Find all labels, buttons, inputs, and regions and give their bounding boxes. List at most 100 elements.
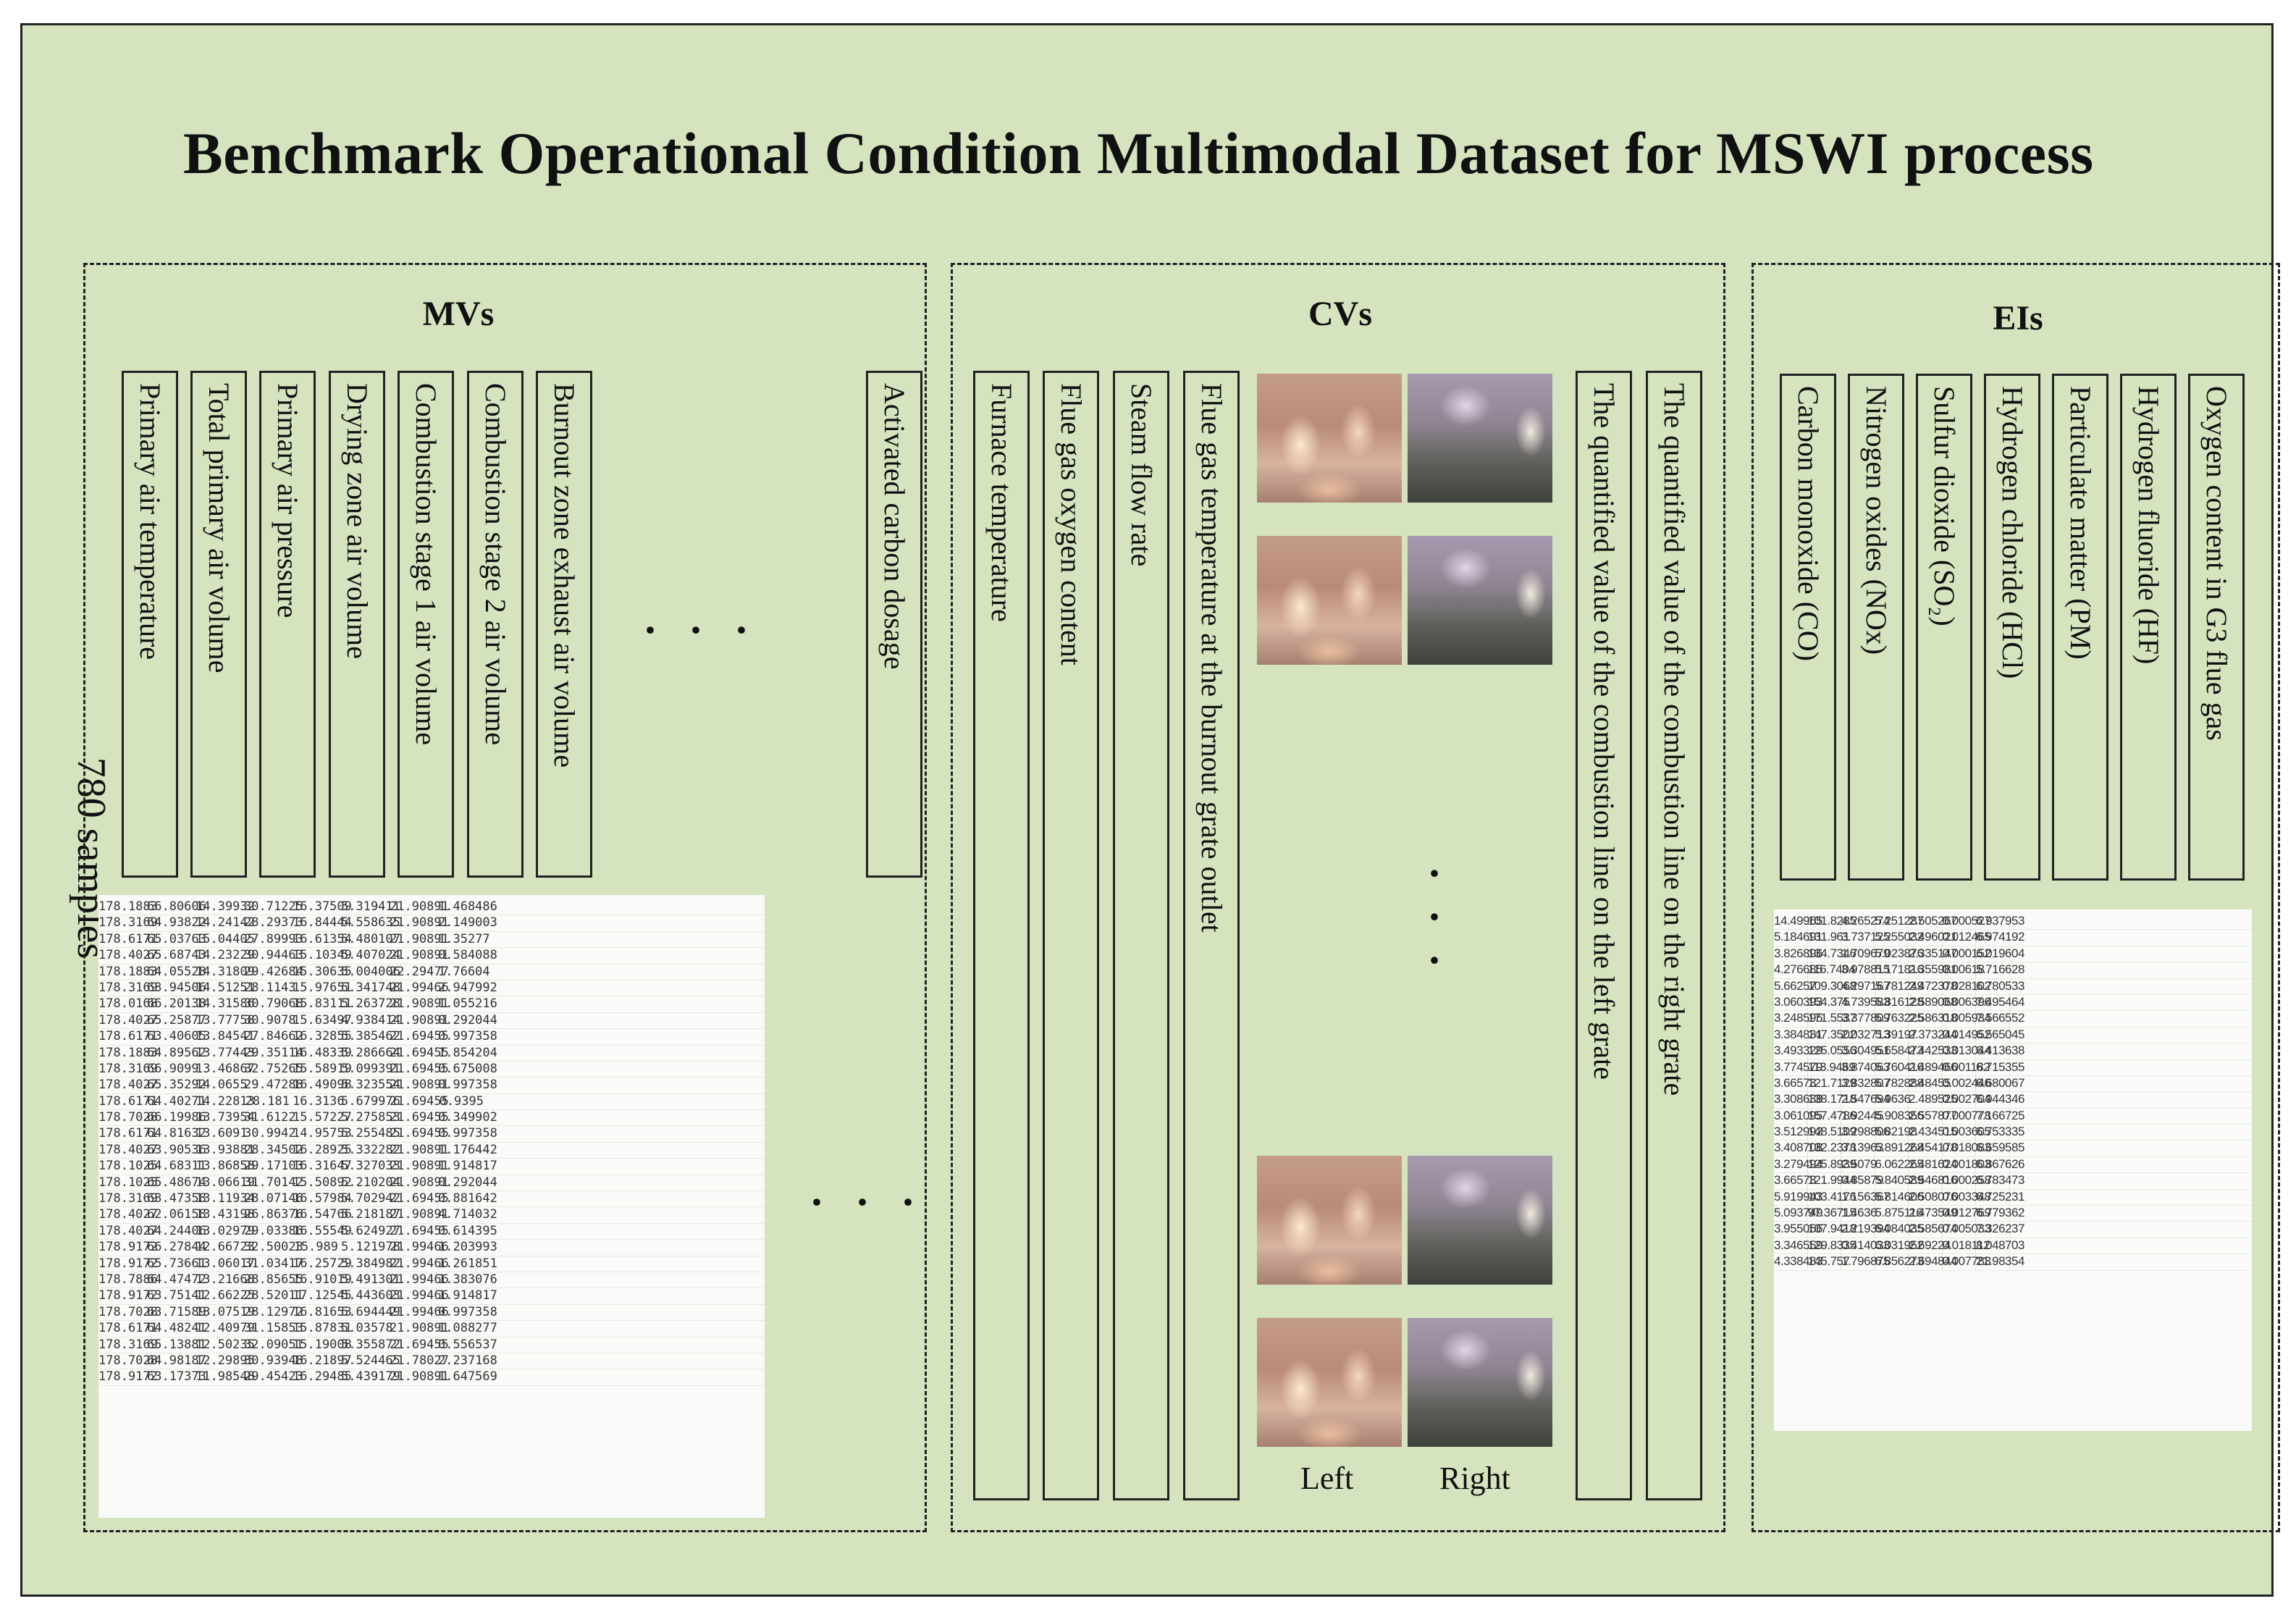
cvs-title: CVs — [1308, 295, 1372, 333]
table-cell: 63.94506 — [147, 980, 206, 995]
table-cell: 6.680067 — [1976, 1075, 2024, 1092]
table-cell: 5.716628 — [1976, 962, 2024, 978]
table-cell: 154.375 — [1808, 994, 1850, 1011]
table-cell: 5.184691 — [1774, 930, 1822, 946]
table-cell: 131.961 — [1808, 930, 1850, 946]
table-cell: 178.3169 — [98, 1337, 158, 1352]
table-cell: 2.237168 — [438, 1353, 497, 1368]
table-cell: 21.90891 — [390, 899, 449, 914]
table-cell: 21.99466 — [390, 1256, 449, 1271]
table-cell: 5.023876 — [1875, 946, 1924, 962]
table-cell: 3.66573 — [1774, 1075, 1816, 1092]
table-cell: 0.001803 — [1943, 1156, 1991, 1173]
table-cell: 2.442533 — [1909, 1043, 1957, 1059]
table-cell: 28.29373 — [244, 915, 303, 931]
table-cell: 21.90891 — [390, 996, 449, 1012]
table-cell: 5.121978 — [341, 1240, 400, 1255]
mv-drying-zone-air-volume: Drying zone air volume — [329, 371, 385, 878]
cv-steam-flow-rate: Steam flow rate — [1113, 371, 1169, 1500]
table-cell: 6.867626 — [1976, 1156, 2024, 1173]
table-cell: 178.6171 — [98, 931, 158, 946]
table-cell: 66.20138 — [147, 996, 206, 1012]
table-cell: 15.30635 — [293, 964, 352, 979]
table-cell: 16.32855 — [293, 1029, 352, 1044]
table-cell: 5.439179 — [341, 1369, 400, 1385]
table-cell: 3.737125 — [1841, 930, 1890, 946]
table-cell: 0.000527 — [1943, 914, 1991, 930]
table-cell: 13.86858 — [195, 1159, 255, 1174]
table-cell: 0.614395 — [438, 1223, 497, 1238]
table-cell: 5.760416 — [1875, 1059, 1924, 1075]
table-cell: 6.856273 — [1875, 1254, 1924, 1270]
mvs-group: MVs Primary air temperature Total primar… — [83, 263, 927, 1532]
mv-primary-air-pressure: Primary air pressure — [259, 371, 316, 878]
table-cell: 4.297167 — [1841, 978, 1890, 994]
eis-group: EIs Carbon monoxide (CO) Nitrogen oxides… — [1752, 263, 2280, 1532]
table-cell: 66.9099 — [147, 1061, 199, 1076]
table-cell: 28.85655 — [244, 1272, 303, 1287]
table-cell: 16.84444 — [293, 915, 352, 931]
table-cell: 0.881642 — [438, 1191, 497, 1206]
table-cell: 3.826896 — [1774, 946, 1822, 962]
table-cell: 116.7404 — [1808, 962, 1856, 978]
table-cell: 178.6171 — [98, 1321, 158, 1336]
ei-sulfur-dioxide: Sulfur dioxide (SO₂) — [1916, 374, 1972, 881]
table-cell: 178.7028 — [98, 1110, 158, 1125]
table-cell: 21.90891 — [390, 1175, 449, 1190]
table-cell: 129.8335 — [1808, 1238, 1856, 1254]
table-cell: 2.5079 — [1841, 1156, 1877, 1173]
table-cell: 2.149003 — [438, 915, 497, 931]
table-cell: 5.03578 — [341, 1321, 393, 1336]
table-cell: 2.546816 — [1909, 1173, 1957, 1189]
table-cell: 13.84541 — [195, 1029, 255, 1044]
table-cell: 2.694844 — [1909, 1254, 1957, 1270]
table-cell: 21.69455 — [390, 1045, 449, 1060]
table-cell: 13.77758 — [195, 1012, 255, 1028]
table-cell: 5.39197 — [1875, 1027, 1917, 1043]
table-cell: 5.781249 — [1875, 978, 1924, 994]
table-cell: 4.338483 — [1774, 1254, 1822, 1270]
table-cell: 63.75141 — [147, 1288, 206, 1303]
table-cell: 15.989 — [293, 1240, 338, 1255]
table-cell: 178.4027 — [98, 1078, 158, 1093]
table-cell: 0.002446 — [1943, 1075, 1991, 1092]
table-cell: 178.7028 — [98, 1353, 158, 1368]
table-cell: 121.9944 — [1808, 1173, 1856, 1189]
table-cell: 31.03417 — [244, 1256, 303, 1271]
table-cell: 5.355872 — [341, 1337, 400, 1352]
left-flame-image-2 — [1257, 536, 1402, 665]
table-cell: 31.6122 — [244, 1110, 296, 1125]
table-cell: 6.937953 — [1976, 914, 2024, 930]
table-cell: 16.48339 — [293, 1045, 352, 1060]
table-cell: 5.919943 — [1774, 1189, 1822, 1206]
table-cell: 5.286664 — [341, 1045, 400, 1060]
table-cell: 64.40271 — [147, 1093, 206, 1109]
table-cell: 5.891268 — [1875, 1141, 1924, 1156]
table-cell: 27.89993 — [244, 931, 303, 946]
table-cell: 5.443603 — [341, 1288, 400, 1303]
mvs-title: MVs — [422, 295, 495, 333]
table-cell: 5.658473 — [1875, 1043, 1924, 1059]
table-cell: 3.978815 — [1841, 962, 1890, 978]
table-cell: 14.95753 — [293, 1126, 352, 1141]
ei-particulate-matter: Particulate matter (PM) — [2052, 374, 2108, 881]
table-cell: 13.93881 — [195, 1142, 255, 1157]
table-cell: 4.938414 — [341, 1012, 400, 1028]
left-image-label: Left — [1300, 1461, 1354, 1496]
table-cell: 32.09051 — [244, 1337, 303, 1352]
table-cell: 12.50235 — [195, 1337, 255, 1352]
